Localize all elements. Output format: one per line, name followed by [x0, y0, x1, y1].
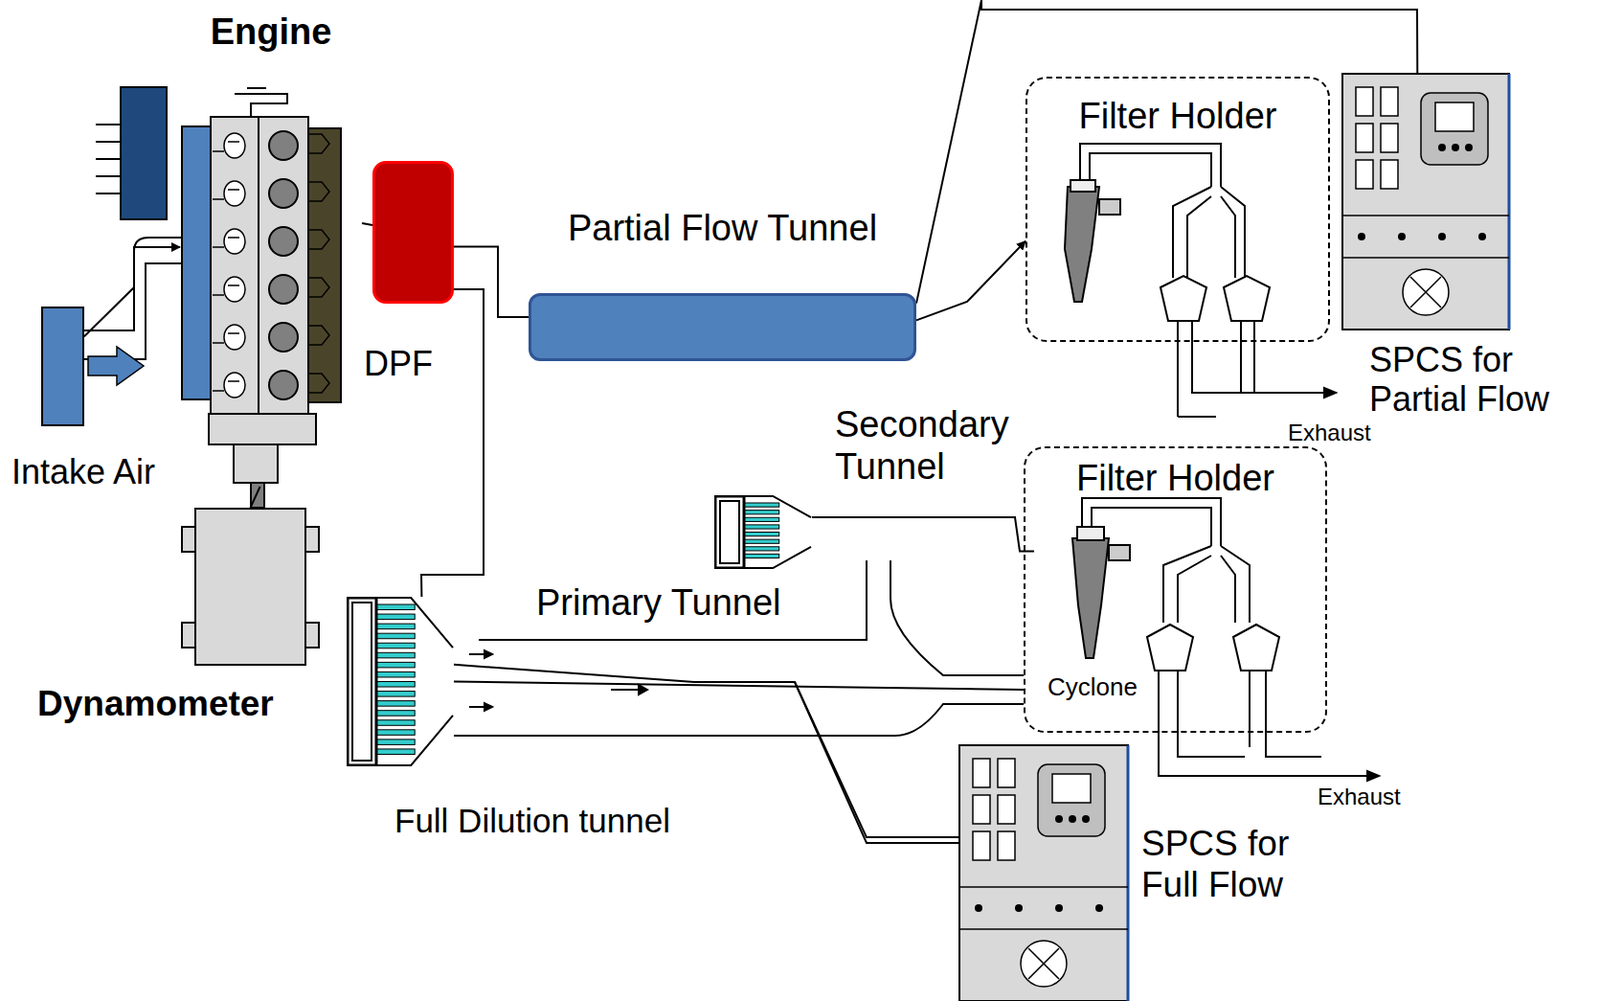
port — [308, 325, 330, 345]
instrument-faces — [959, 73, 1510, 1001]
spcs-panel — [1342, 73, 1510, 330]
ecu — [95, 87, 167, 220]
cylinders — [212, 131, 330, 400]
cylinder — [269, 131, 298, 160]
primary-tunnel-wall — [453, 560, 1024, 736]
dpf-box: DPF — [372, 160, 454, 304]
probe-pipe — [694, 681, 960, 843]
cyclone-shape — [1034, 523, 1151, 668]
injector — [224, 324, 246, 350]
connector — [916, 0, 1418, 304]
intake-arrow — [88, 346, 144, 385]
connector — [84, 247, 181, 337]
spcs-panel — [959, 744, 1128, 1001]
filter-holder: Filter Holder — [1025, 76, 1330, 342]
injector — [224, 372, 246, 398]
node-label: SPCS for Partial Flow — [1369, 339, 1600, 420]
node-label: Intake Air — [11, 451, 156, 492]
connector — [916, 241, 1026, 321]
injector — [224, 180, 246, 206]
engine-group: Engine — [180, 7, 362, 487]
spcs-instrument: SPCS for Full Flow — [959, 744, 1128, 1001]
finned-inlet — [714, 495, 812, 569]
secondary-tunnel: Secondary Tunnel — [714, 495, 812, 569]
injector-line — [212, 237, 240, 248]
cyclone: Cyclone — [1034, 523, 1151, 706]
dynamometer-box: Dynamometer — [194, 507, 307, 666]
flow-arrows — [469, 650, 648, 711]
filter-train-bottom — [1081, 497, 1379, 781]
node-label: DPF — [363, 343, 433, 384]
connector — [250, 486, 261, 508]
node-label: Partial Flow Tunnel — [567, 207, 878, 250]
port — [308, 134, 330, 154]
node-label: Cyclone — [1047, 673, 1138, 702]
injector-line — [212, 189, 240, 200]
port — [308, 181, 330, 202]
injector-line — [212, 333, 240, 343]
injector — [224, 133, 246, 158]
connector — [361, 223, 373, 226]
injector — [224, 228, 246, 254]
cylinder — [269, 322, 298, 352]
free-label: Exhaust — [1287, 419, 1372, 447]
dilution-tunnel-inlet: Full Dilution tunnel — [346, 596, 454, 767]
injector-line — [212, 141, 240, 152]
engine-drawing — [181, 88, 341, 508]
port — [308, 373, 330, 393]
free-label: Exhaust — [1317, 783, 1401, 811]
tunnel-bar: Partial Flow Tunnel — [528, 292, 917, 361]
injector — [224, 276, 246, 302]
connector — [453, 246, 529, 317]
cylinder — [269, 179, 298, 208]
cylinder — [269, 226, 298, 256]
free-label: Primary Tunnel — [536, 582, 782, 625]
cylinder — [269, 274, 298, 304]
finned-inlet — [346, 596, 454, 767]
connector — [811, 517, 1035, 552]
injector-line — [212, 381, 240, 391]
intake-pipe — [84, 237, 182, 360]
filter-train-top — [1064, 143, 1336, 417]
port — [308, 229, 330, 249]
injector-line — [212, 285, 240, 295]
node-label: Dynamometer — [37, 683, 274, 725]
filter-holder: Filter HolderCyclone — [1023, 446, 1328, 733]
node-label: Engine — [210, 11, 333, 54]
intake-box: Intake Air — [41, 306, 85, 427]
spcs-instrument: SPCS for Partial Flow — [1342, 73, 1510, 330]
node-label: Filter Holder — [1079, 95, 1278, 138]
cylinder — [269, 370, 298, 400]
node-label: SPCS for Full Flow — [1141, 823, 1348, 905]
node-label: Filter Holder — [1076, 457, 1275, 500]
node-label: Full Dilution tunnel — [394, 801, 671, 840]
port — [308, 277, 330, 297]
node-label: Secondary Tunnel — [834, 404, 1041, 488]
connector — [421, 289, 484, 597]
